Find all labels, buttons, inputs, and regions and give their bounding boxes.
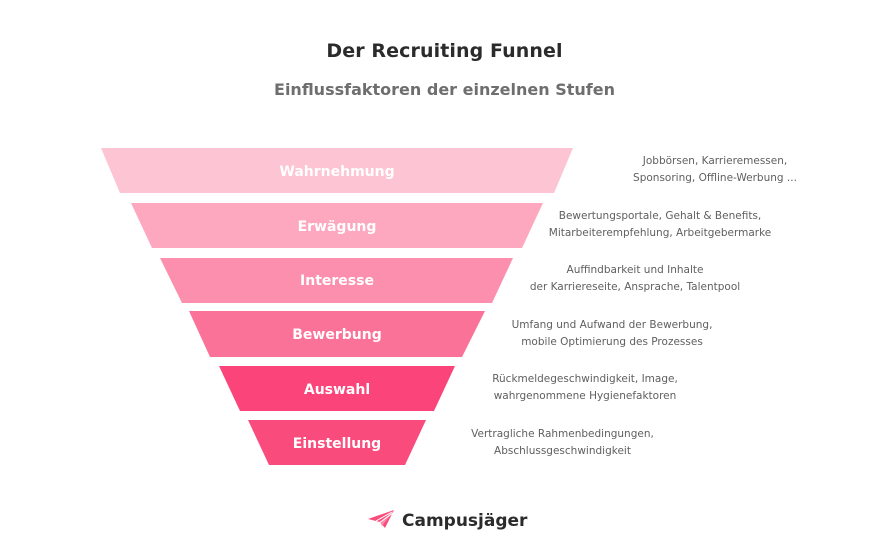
description-line: Jobbörsen, Karrieremessen,	[642, 155, 788, 167]
funnel-stage-auswahl: Auswahl	[219, 366, 455, 411]
funnel-stage-einstellung: Einstellung	[248, 420, 426, 465]
funnel-stage-shape	[248, 420, 426, 465]
description-line: Rückmeldegeschwindigkeit, Image,	[492, 373, 678, 385]
funnel-stage-shape	[160, 258, 513, 303]
description-line: mobile Optimierung des Prozesses	[521, 336, 703, 348]
description-line: Bewertungsportale, Gehalt & Benefits,	[558, 210, 762, 222]
brand-logo: Campusjäger	[368, 510, 527, 532]
funnel-stage-shape	[131, 203, 543, 248]
stage-description-einstellung: Vertragliche Rahmenbedingungen, Abschlus…	[455, 426, 670, 460]
funnel-stage-label: Einstellung	[293, 436, 381, 452]
description-line: Sponsoring, Offline-Werbung ...	[633, 172, 797, 184]
page-subtitle: Einflussfaktoren der einzelnen Stufen	[274, 80, 615, 99]
page-title: Der Recruiting Funnel	[326, 40, 563, 62]
funnel-stage-label: Bewerbung	[292, 327, 381, 343]
funnel-stage-label: Wahrnehmung	[279, 164, 394, 180]
paper-plane-icon	[368, 510, 394, 532]
stage-description-erwaegung: Bewertungsportale, Gehalt & Benefits, Mi…	[530, 208, 790, 242]
funnel-stage-label: Auswahl	[304, 382, 370, 398]
brand-name: Campusjäger	[402, 511, 528, 531]
funnel-stage-erwaegung: Erwägung	[131, 203, 543, 248]
description-line: der Karriereseite, Ansprache, Talentpool	[529, 281, 741, 293]
funnel-stage-label: Erwägung	[298, 219, 377, 235]
funnel-stage-shape	[219, 366, 455, 411]
stage-description-bewerbung: Umfang und Aufwand der Bewerbung, mobile…	[497, 317, 727, 351]
stage-description-interesse: Auffindbarkeit und Inhalte der Karrieres…	[510, 262, 760, 296]
funnel-stage-label: Interesse	[300, 273, 374, 289]
funnel-stage-interesse: Interesse	[160, 258, 513, 303]
stage-description-wahrnehmung: Jobbörsen, Karrieremessen, Sponsoring, O…	[600, 153, 830, 187]
description-line: wahrgenommene Hygienefaktoren	[493, 390, 677, 402]
stage-description-auswahl: Rückmeldegeschwindigkeit, Image, wahrgen…	[475, 371, 695, 405]
funnel-stage-shape	[101, 148, 573, 193]
description-line: Vertragliche Rahmenbedingungen,	[471, 428, 654, 440]
description-line: Mitarbeiterempfehlung, Arbeitgebermarke	[548, 227, 772, 239]
funnel-stage-wahrnehmung: Wahrnehmung	[101, 148, 573, 193]
description-line: Umfang und Aufwand der Bewerbung,	[511, 319, 713, 331]
description-line: Auffindbarkeit und Inhalte	[566, 264, 704, 276]
description-line: Abschlussgeschwindigkeit	[494, 445, 631, 457]
funnel-stage-shape	[189, 311, 485, 357]
funnel-stage-bewerbung: Bewerbung	[189, 311, 485, 357]
